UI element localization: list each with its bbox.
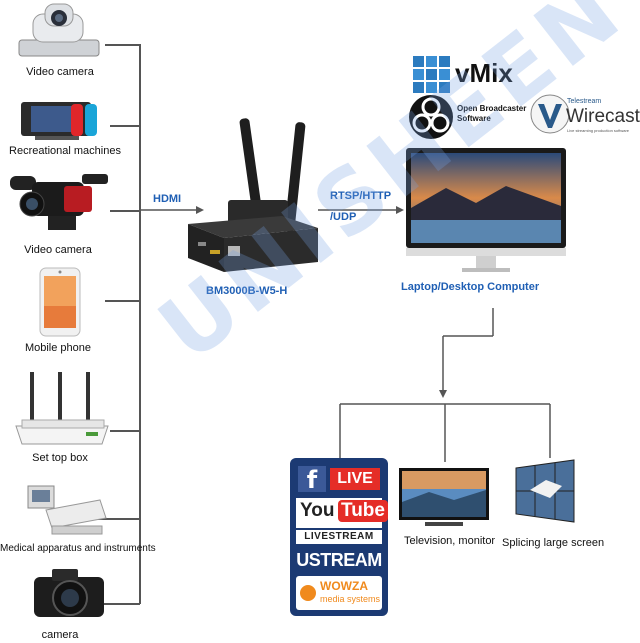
livestream-label: LIVESTREAM [296, 530, 382, 544]
game-console-icon [21, 102, 97, 140]
obs-label-1: Open Broadcaster [457, 104, 527, 113]
youtube-you: You [300, 500, 335, 521]
video-wall-icon [515, 459, 575, 523]
protocol-label-2: /UDP [330, 211, 357, 223]
source-tick-7 [90, 603, 140, 605]
facebook-f-icon: f [298, 466, 326, 494]
youtube-tube: Tube [338, 500, 388, 522]
source-tick-3 [110, 210, 140, 212]
vmix-logo-icon [413, 56, 450, 93]
wirecast-tag: Live streaming production software [567, 128, 630, 133]
wowza-logo: WOWZA media systems [296, 576, 382, 610]
wowza-label-1: WOWZA [320, 579, 368, 593]
computer-label: Laptop/Desktop Computer [401, 281, 540, 293]
dslr-camera-icon [34, 569, 104, 617]
smartphone-icon [39, 267, 81, 337]
wowza-label-2: media systems [320, 594, 381, 604]
obs-logo-icon [409, 95, 453, 139]
source-label-4: Mobile phone [24, 342, 92, 354]
television-icon [399, 468, 489, 526]
output-label-1: Television, monitor [404, 535, 496, 547]
source-label-5: Set top box [32, 452, 88, 464]
source-bus-line [139, 44, 141, 604]
ustream-label: USTREAM [296, 550, 382, 570]
wirecast-small-label: Telestream [567, 98, 602, 105]
vmix-label: vMix [455, 58, 513, 88]
monitor-icon [406, 148, 566, 272]
wirecast-logo-icon [530, 94, 570, 134]
hdmi-label: HDMI [153, 193, 182, 205]
encoder-label: BM3000B-W5-H [206, 285, 288, 297]
protocol-label-1: RTSP/HTTP [330, 190, 392, 202]
source-tick-6 [98, 518, 140, 520]
obs-label-2: Software [457, 114, 491, 123]
ptz-camera-icon [18, 3, 100, 57]
source-tick-1 [105, 44, 140, 46]
source-tick-4 [105, 300, 140, 302]
source-label-6: Medical apparatus and instruments [0, 543, 156, 554]
medical-device-icon [27, 485, 107, 535]
source-tick-5 [110, 430, 140, 432]
camcorder-icon [10, 174, 108, 230]
wirecast-label: Wirecast [566, 106, 640, 127]
output-label-2: Splicing large screen [502, 537, 605, 549]
source-label-3: Video camera [24, 244, 92, 256]
source-label-1: Video camera [26, 66, 94, 78]
router-icon [15, 372, 109, 445]
wowza-icon [300, 585, 316, 601]
source-label-2: Recreational machines [9, 145, 121, 157]
youtube-logo: You Tube [296, 498, 388, 528]
platforms-panel: f LIVE You Tube LIVESTREAM USTREAM WOWZA… [290, 458, 388, 616]
encoder-device-icon [188, 118, 318, 272]
source-tick-2 [110, 125, 140, 127]
source-label-7: camera [41, 629, 79, 641]
facebook-live-badge: LIVE [330, 468, 380, 490]
